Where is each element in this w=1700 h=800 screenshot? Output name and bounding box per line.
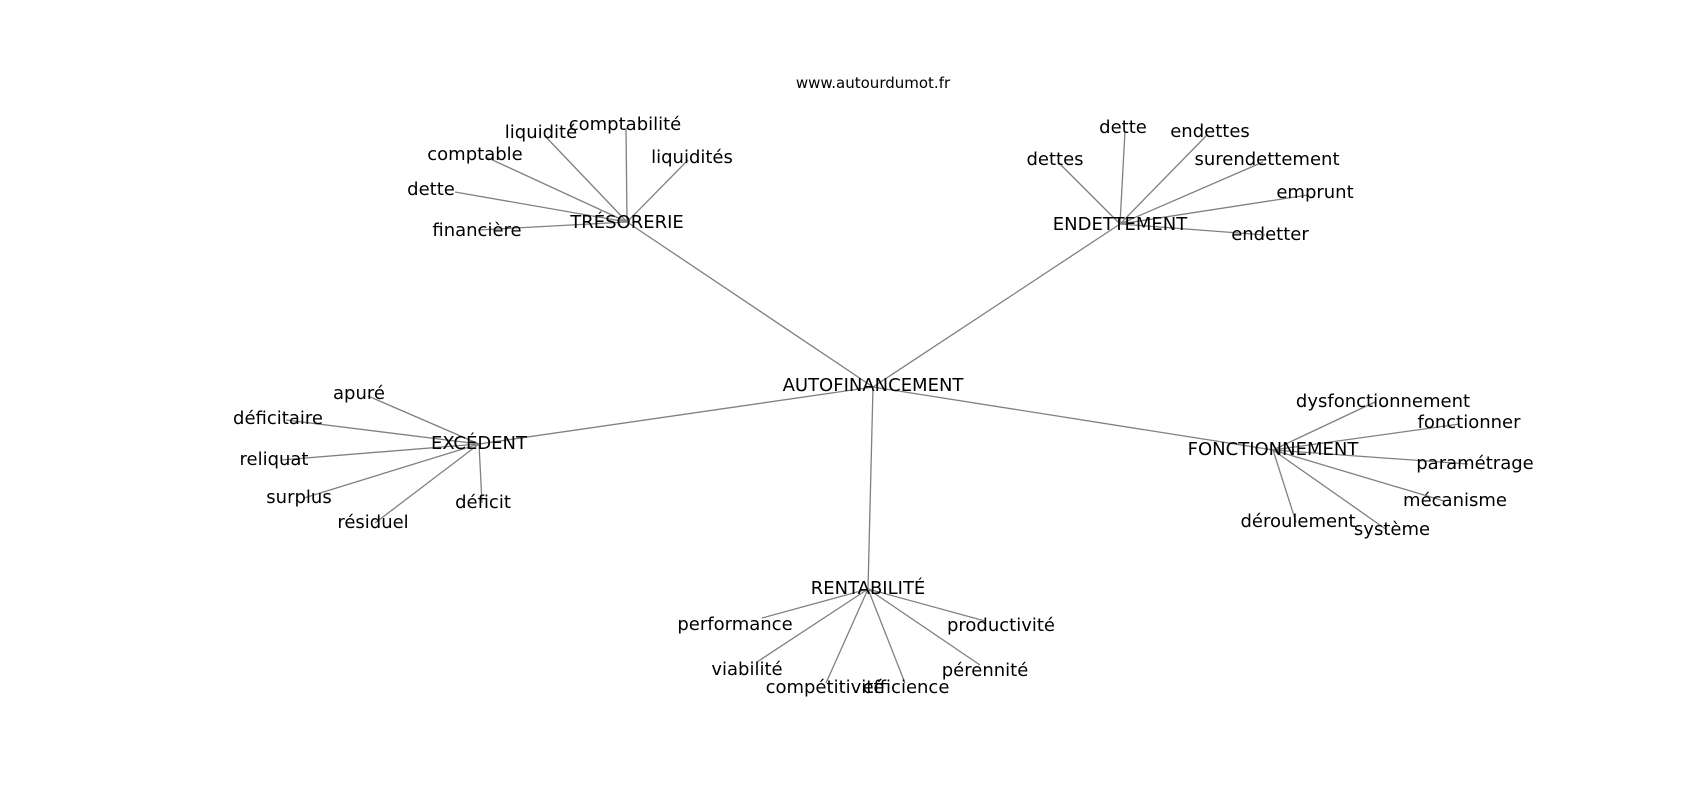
hub-node: FONCTIONNEMENT: [1188, 439, 1360, 460]
graph-edge: [1119, 161, 1264, 225]
graph-edge: [1272, 449, 1469, 465]
graph-edge: [1272, 449, 1297, 523]
leaf-node: viabilité: [711, 659, 782, 680]
graph-edge: [280, 443, 480, 461]
graph-edge: [1272, 401, 1376, 451]
leaf-node: liquidités: [651, 147, 733, 168]
graph-edge: [1272, 449, 1445, 502]
leaf-node: financière: [432, 220, 521, 241]
graph-edge: [1119, 130, 1126, 225]
leaf-node: comptabilité: [569, 114, 682, 135]
graph-labels: www.autourdumot.fr AUTOFINANCEMENT TRÉSO…: [233, 74, 1534, 698]
leaf-node: déficit: [455, 492, 511, 513]
graph-edge: [1272, 449, 1388, 531]
graph-edge: [825, 588, 869, 684]
leaf-node: dette: [1099, 117, 1147, 138]
root-node: AUTOFINANCEMENT: [783, 375, 965, 396]
leaf-node: efficience: [863, 677, 950, 698]
graph-edge: [872, 223, 1121, 388]
graph-edge: [626, 221, 874, 388]
leaf-node: surplus: [266, 487, 331, 508]
leaf-node: endettes: [1170, 121, 1250, 142]
leaf-node: fonctionner: [1417, 412, 1521, 433]
graph-edge: [454, 191, 628, 223]
graph-edge: [485, 156, 628, 223]
leaf-node: liquidité: [505, 122, 577, 143]
leaf-node: apuré: [333, 383, 385, 404]
leaf-node: performance: [677, 614, 792, 635]
leaf-node: compétitivité: [766, 677, 885, 698]
graph-edge: [756, 588, 869, 663]
leaf-node: productivité: [947, 615, 1055, 636]
leaf-node: pérennité: [942, 660, 1029, 681]
leaf-node: comptable: [427, 144, 522, 165]
leaf-node: paramétrage: [1416, 453, 1533, 474]
site-url: www.autourdumot.fr: [796, 74, 951, 92]
graph-edge: [374, 443, 480, 524]
leaf-node: surendettement: [1194, 149, 1339, 170]
graph-edge: [544, 135, 628, 223]
graph-edge: [285, 419, 480, 445]
leaf-node: déroulement: [1240, 511, 1355, 532]
graph-edge: [477, 221, 628, 231]
graph-edge: [1057, 161, 1121, 225]
graph-edge: [626, 159, 689, 223]
leaf-node: dette: [407, 179, 455, 200]
graph-edge: [625, 127, 628, 223]
leaf-node: reliquat: [239, 449, 308, 470]
graph-edge: [478, 386, 874, 445]
graph-edge: [867, 386, 874, 590]
hub-node: RENTABILITÉ: [811, 577, 926, 599]
leaf-node: mécanisme: [1403, 490, 1507, 511]
leaf-node: dysfonctionnement: [1296, 391, 1470, 412]
graph-edges: [280, 127, 1469, 684]
graph-edge: [867, 588, 986, 622]
hub-node: EXCÉDENT: [431, 432, 528, 454]
graph-edge: [1272, 423, 1461, 451]
graph-edge: [867, 588, 906, 684]
leaf-node: endetter: [1231, 224, 1309, 245]
graph-edge: [478, 443, 483, 504]
graph-edge: [1119, 194, 1309, 225]
graph-edge: [1119, 133, 1209, 225]
graph-edge: [1119, 223, 1266, 236]
graph-edge: [872, 386, 1274, 451]
leaf-node: résiduel: [337, 512, 408, 533]
hub-node: ENDETTEMENT: [1053, 214, 1188, 235]
leaf-node: déficitaire: [233, 408, 323, 429]
hub-node: TRÉSORERIE: [569, 211, 684, 233]
leaf-node: emprunt: [1276, 182, 1353, 203]
graph-edge: [303, 443, 480, 499]
graph-edge: [867, 588, 981, 666]
leaf-node: système: [1354, 519, 1430, 540]
graph-edge: [367, 395, 480, 445]
leaf-node: dettes: [1026, 149, 1083, 170]
graph-edge: [761, 588, 869, 619]
